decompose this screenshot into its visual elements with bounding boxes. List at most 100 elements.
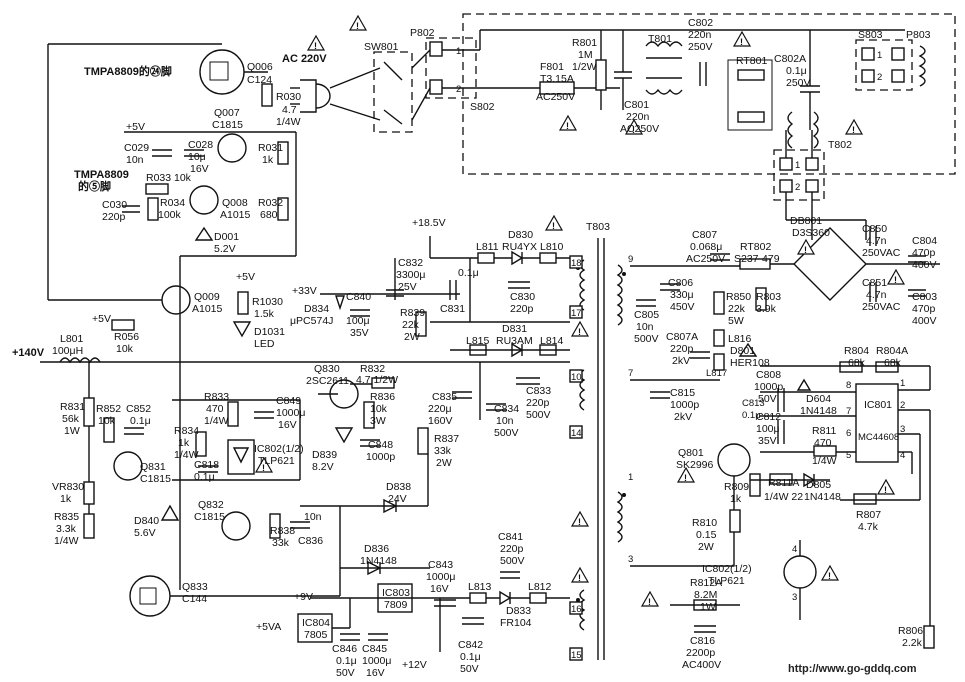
- label-vr830: VR830: [52, 481, 84, 493]
- label-d604: D604: [806, 393, 831, 405]
- label-c815-v: 2kV: [674, 411, 692, 423]
- p803-degauss-coil: [918, 45, 926, 87]
- label-r836: R836: [370, 391, 395, 403]
- label-l813: L813: [468, 581, 492, 593]
- label-plus33v: +33V: [292, 285, 317, 297]
- label-c802-v: 250V: [688, 41, 713, 53]
- warning-icon: [845, 119, 863, 136]
- label-c818: C818: [194, 459, 219, 471]
- d001-zener: [194, 226, 214, 241]
- ic801-pwm-controller: [855, 383, 899, 463]
- label-r811: R811: [812, 425, 836, 437]
- label-c805-val: 10n: [636, 321, 654, 333]
- label-l817: L817: [706, 368, 727, 379]
- label-plus12v: +12V: [402, 659, 427, 671]
- warning-icon: [545, 215, 563, 232]
- label-c813-val: 0.1μ: [742, 410, 761, 421]
- label-c807-val: 0.068μ: [690, 241, 722, 253]
- r032-resistor: [277, 197, 289, 221]
- label-c831: C831: [440, 303, 465, 315]
- label-r1030-val: 1.5k: [254, 308, 275, 320]
- s803-connector: [855, 39, 913, 91]
- label-q009: Q009: [194, 291, 220, 303]
- label-r803: R803: [756, 291, 781, 303]
- label-c830: C830: [510, 291, 535, 303]
- r056-resistor: [111, 319, 135, 331]
- label-c833-v: 500V: [526, 409, 551, 421]
- label-plus18v: +18.5V: [412, 217, 446, 229]
- label-r811-val: 470: [814, 437, 832, 449]
- label-c816: C816: [690, 635, 715, 647]
- label-d805-type: 1N4148: [804, 491, 841, 503]
- label-c834-val: 10n: [496, 415, 514, 427]
- label-s803-pin2: 2: [877, 72, 882, 83]
- label-plus140v: +140V: [12, 347, 45, 359]
- label-c028-val: 10μ: [188, 151, 206, 163]
- label-r835: R835: [54, 511, 79, 523]
- warning-icon: [641, 591, 659, 608]
- label-d840-val: 5.6V: [134, 527, 156, 539]
- label-r032-val: 680: [260, 209, 278, 221]
- sw801-switch: [373, 51, 413, 133]
- label-c849-v: 16V: [278, 419, 297, 431]
- r809-resistor: [749, 473, 761, 497]
- label-c807: C807: [692, 229, 717, 241]
- label-r810-w: 2W: [698, 541, 714, 553]
- label-c834: C834: [494, 403, 519, 415]
- label-c805: C805: [634, 309, 659, 321]
- warning-icon: [571, 567, 589, 584]
- t802-degauss-coil: [787, 111, 819, 149]
- label-r850-w: 5W: [728, 315, 744, 327]
- label-c840-val: 100μ: [346, 315, 370, 327]
- label-r030-val: 4.7: [282, 104, 297, 116]
- label-r838-val: 33k: [272, 537, 290, 549]
- label-q830-type: 2SC2611: [306, 375, 349, 387]
- d1031-led: [232, 321, 252, 338]
- label-pin7: 7: [628, 368, 633, 379]
- label-d604-type: 1N4148: [800, 405, 837, 417]
- label-c851: C851: [862, 277, 887, 289]
- label-c842-v: 50V: [460, 663, 479, 675]
- label-c808: C808: [756, 369, 781, 381]
- label-r809: R809: [724, 481, 749, 493]
- label-r801: R801: [572, 37, 597, 49]
- label-r804a: R804A: [876, 345, 908, 357]
- label-q831-type: C1815: [140, 473, 171, 485]
- l817-inductor: [713, 353, 725, 371]
- label-opto-pin4: 4: [792, 544, 797, 555]
- label-r837-w: 2W: [436, 457, 452, 469]
- warning-icon: [307, 35, 325, 52]
- label-c836-val: 10n: [304, 511, 322, 523]
- label-q832: Q832: [198, 499, 224, 511]
- label-r812a: R812A: [690, 577, 722, 589]
- label-c831-val: 0.1μ: [458, 267, 479, 279]
- q007-transistor: [217, 133, 247, 163]
- label-d001-val: 5.2V: [214, 243, 236, 255]
- label-p802-pin2: 2: [456, 84, 461, 95]
- label-r832: R832: [360, 363, 385, 375]
- label-c843-v: 16V: [430, 583, 449, 595]
- l811-inductor: [477, 252, 495, 264]
- label-c030: C030: [102, 199, 127, 211]
- label-d830-type: RU4YX: [502, 241, 537, 253]
- warning-icon: [733, 31, 751, 48]
- label-c850: C850: [862, 223, 887, 235]
- label-r839-val: 22k: [402, 319, 420, 331]
- label-ac220v: AC 220V: [282, 53, 327, 65]
- q801-mosfet: [717, 443, 751, 477]
- r031-resistor: [277, 141, 289, 165]
- label-c029: C029: [124, 142, 149, 154]
- label-q008: Q008: [222, 197, 248, 209]
- label-l814: L814: [540, 335, 564, 347]
- vr830-potentiometer: [83, 481, 95, 505]
- label-c840: C840: [346, 291, 371, 303]
- label-c832: C832: [398, 257, 423, 269]
- label-c852: C852: [126, 403, 151, 415]
- label-r801-w: 1/2W: [572, 61, 597, 73]
- label-r850-val: 22k: [728, 303, 746, 315]
- label-r811a-val: 1/4W 22: [764, 491, 803, 503]
- q006-transistor: [199, 49, 245, 95]
- label-r801-val: 1M: [578, 49, 593, 61]
- label-r033-val: 10k: [174, 172, 192, 184]
- q832-transistor: [221, 511, 251, 541]
